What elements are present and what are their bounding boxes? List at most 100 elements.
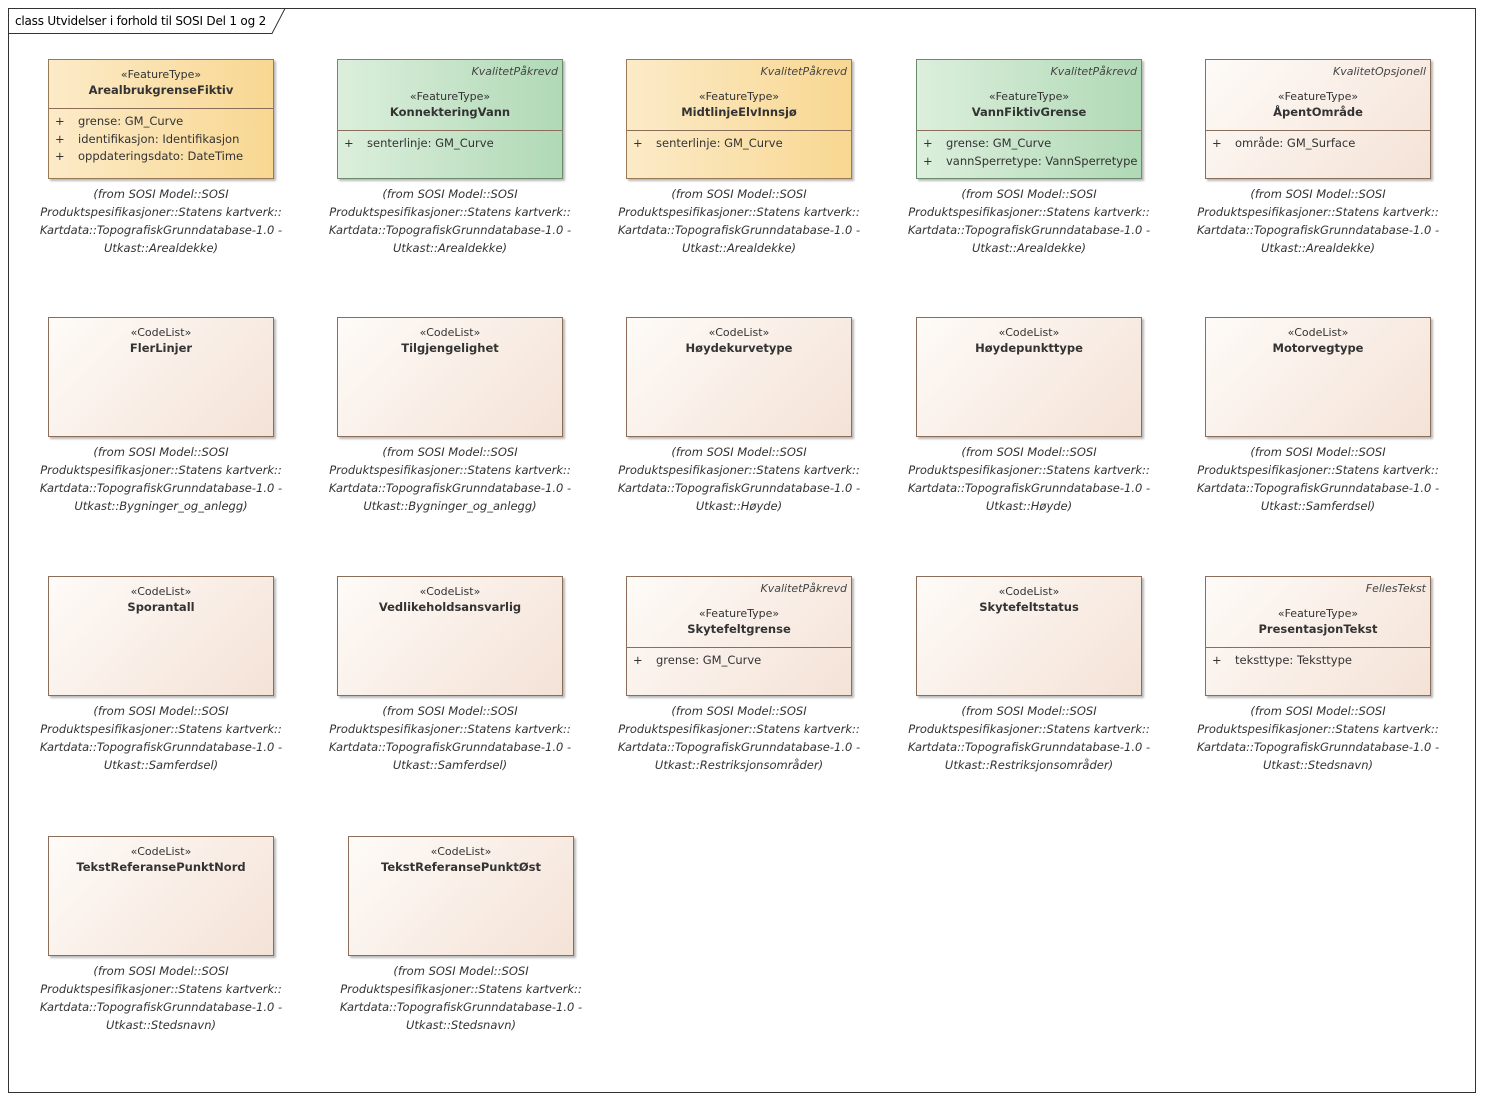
- from-package-line: (from SOSI Model::SOSI: [382, 704, 518, 718]
- attribute-text: grense: GM_Curve: [78, 114, 184, 128]
- class-box[interactable]: «CodeList»Sporantall: [48, 576, 274, 696]
- class-box[interactable]: KvalitetOpsjonell«FeatureType»ÅpentOmråd…: [1205, 59, 1431, 179]
- class-stereotype: «FeatureType»: [698, 90, 780, 103]
- class-box[interactable]: «FeatureType» ArealbrukgrenseFiktiv + grens…: [48, 59, 274, 179]
- from-package-line: (from SOSI Model::SOSI: [393, 964, 529, 978]
- attribute-list: + senterlinje: GM_Curve: [338, 136, 562, 154]
- from-package-line: (from SOSI Model::SOSI: [961, 445, 1097, 459]
- from-package-line: Kartdata::TopografiskGrunndatabase-1.0 -: [617, 223, 861, 237]
- class-box[interactable]: «CodeList» Vedlikeholdsansvarlig: [337, 576, 563, 696]
- class-stereotype: «CodeList»: [419, 326, 481, 339]
- class-stereotype: «FeatureType»: [120, 68, 202, 81]
- class-name: ArealbrukgrenseFiktiv: [88, 83, 234, 97]
- from-package-line: Produktspesifikasjoner::Statens kartverk…: [908, 205, 1150, 219]
- attribute-row: +område: GM_Surface: [1206, 136, 1430, 154]
- from-package-line: Produktspesifikasjoner::Statens kartverk…: [40, 982, 282, 996]
- class-box[interactable]: KvalitetPåkrevd«FeatureType»Konnektering…: [337, 59, 563, 179]
- class-box[interactable]: KvalitetPåkrevd«FeatureType»Skytefeltgre…: [626, 576, 852, 696]
- from-package-line: (from SOSI Model::SOSI: [93, 187, 229, 201]
- from-package-line: Utkast::Samferdsel): [103, 758, 219, 772]
- class-name: Motorvegtype: [1272, 341, 1364, 355]
- visibility-public-icon: +: [923, 136, 933, 150]
- compartment-divider: [917, 130, 1141, 131]
- from-package-line: Utkast::Samferdsel): [392, 758, 508, 772]
- class-name: MidtlinjeElvInnsjø: [681, 105, 797, 119]
- class-box[interactable]: «CodeList»Motorvegtype: [1205, 317, 1431, 437]
- attribute-row: + identifikasjon: Identifikasjon: [49, 132, 273, 150]
- from-package-line: Produktspesifikasjoner::Statens kartverk…: [618, 722, 860, 736]
- from-package-line: Utkast::Arealdekke): [103, 241, 219, 255]
- class-box[interactable]: «CodeList»FlerLinjer: [48, 317, 274, 437]
- class-stereotype: «FeatureType»: [1277, 607, 1359, 620]
- attribute-list: +teksttype: Teksttype: [1206, 653, 1430, 671]
- class-header: «CodeList»Motorvegtype: [1206, 326, 1430, 355]
- class-box[interactable]: KvalitetPåkrevd«FeatureType»MidtlinjeElv…: [626, 59, 852, 179]
- from-package-line: (from SOSI Model::SOSI: [93, 704, 229, 718]
- class-box[interactable]: «CodeList»Skytefeltstatus: [916, 576, 1142, 696]
- class-tag: FellesTekst: [1365, 582, 1426, 595]
- class-box[interactable]: KvalitetPåkrevd«FeatureType»VannFiktivGr…: [916, 59, 1142, 179]
- attribute-text: senterlinje: GM_Curve: [367, 136, 494, 150]
- from-package-line: (from SOSI Model::SOSI: [671, 445, 807, 459]
- diagram-frame: [8, 8, 1476, 1093]
- attribute-text: identifikasjon: Identifikasjon: [78, 131, 240, 146]
- attribute-text: grense: GM_Curve: [656, 653, 762, 667]
- class-box[interactable]: FellesTekst «FeatureType» PresentasjonTeks…: [1205, 576, 1431, 696]
- from-package-line: Utkast::Restriksjonsområder): [654, 758, 824, 772]
- visibility-public-icon: +: [55, 149, 65, 163]
- class-stereotype: «CodeList»: [130, 326, 192, 339]
- class-name: PresentasjonTekst: [1258, 622, 1378, 636]
- from-package-line: Produktspesifikasjoner::Statens kartverk…: [618, 463, 860, 477]
- class-box[interactable]: «CodeList»TekstReferansePunktNord: [48, 836, 274, 956]
- visibility-public-icon: +: [1212, 653, 1222, 667]
- from-package-line: Utkast::Samferdsel): [1260, 499, 1376, 513]
- visibility-public-icon: +: [344, 136, 354, 150]
- from-package-line: Produktspesifikasjoner::Statens kartverk…: [908, 463, 1150, 477]
- class-name: TekstReferansePunktNord: [76, 860, 246, 874]
- from-package-line: Kartdata::TopografiskGrunndatabase-1.0 -: [617, 740, 861, 754]
- visibility-public-icon: +: [1212, 136, 1222, 150]
- class-name: Vedlikeholdsansvarlig: [378, 600, 522, 614]
- from-package-line: (from SOSI Model::SOSI: [961, 704, 1097, 718]
- from-package-line: Kartdata::TopografiskGrunndatabase-1.0 -: [907, 481, 1151, 495]
- attribute-text: senterlinje: GM_Curve: [656, 136, 783, 150]
- class-header: «FeatureType» MidtlinjeElvInnsjø: [627, 90, 851, 119]
- class-tag: KvalitetPåkrevd: [760, 582, 848, 595]
- visibility-public-icon: +: [633, 136, 643, 150]
- class-box[interactable]: «CodeList»Høydepunkttype: [916, 317, 1142, 437]
- from-package-line: (from SOSI Model::SOSI: [382, 187, 518, 201]
- compartment-divider: [1206, 647, 1430, 648]
- class-header: «CodeList»FlerLinjer: [49, 326, 273, 355]
- attribute-text: oppdateringsdato: DateTime: [78, 149, 244, 163]
- visibility-public-icon: +: [55, 131, 65, 146]
- compartment-divider: [338, 130, 562, 131]
- from-package-line: (from SOSI Model::SOSI: [93, 445, 229, 459]
- class-box[interactable]: «CodeList»Tilgjengelighet: [337, 317, 563, 437]
- class-stereotype: «CodeList»: [998, 585, 1060, 598]
- class-box[interactable]: «CodeList»TekstReferansePunktØst: [348, 836, 574, 956]
- class-name: TekstReferansePunktØst: [381, 860, 541, 874]
- attribute-row: + senterlinje: GM_Curve: [627, 136, 851, 154]
- compartment-divider: [1206, 130, 1430, 131]
- from-package-line: Utkast::Arealdekke): [392, 241, 508, 255]
- class-stereotype: «FeatureType»: [409, 90, 491, 103]
- class-box[interactable]: «CodeList»Høydekurvetype: [626, 317, 852, 437]
- from-package-line: Kartdata::TopografiskGrunndatabase-1.0 -: [328, 740, 572, 754]
- from-package-line: (from SOSI Model::SOSI: [1250, 445, 1386, 459]
- from-package-line: Produktspesifikasjoner::Statens kartverk…: [1197, 463, 1439, 477]
- attribute-row: + oppdateringsdato: DateTime: [49, 149, 273, 167]
- from-package-line: Produktspesifikasjoner::Statens kartverk…: [1197, 722, 1439, 736]
- class-stereotype: «CodeList»: [419, 585, 481, 598]
- attribute-text: grense: GM_Curve: [946, 136, 1052, 150]
- from-package-line: Kartdata::TopografiskGrunndatabase-1.0 -: [339, 1000, 583, 1014]
- from-package-line: (from SOSI Model::SOSI: [93, 964, 229, 978]
- from-package-line: Kartdata::TopografiskGrunndatabase-1.0 -: [39, 481, 283, 495]
- class-header: «CodeList»Høydekurvetype: [627, 326, 851, 355]
